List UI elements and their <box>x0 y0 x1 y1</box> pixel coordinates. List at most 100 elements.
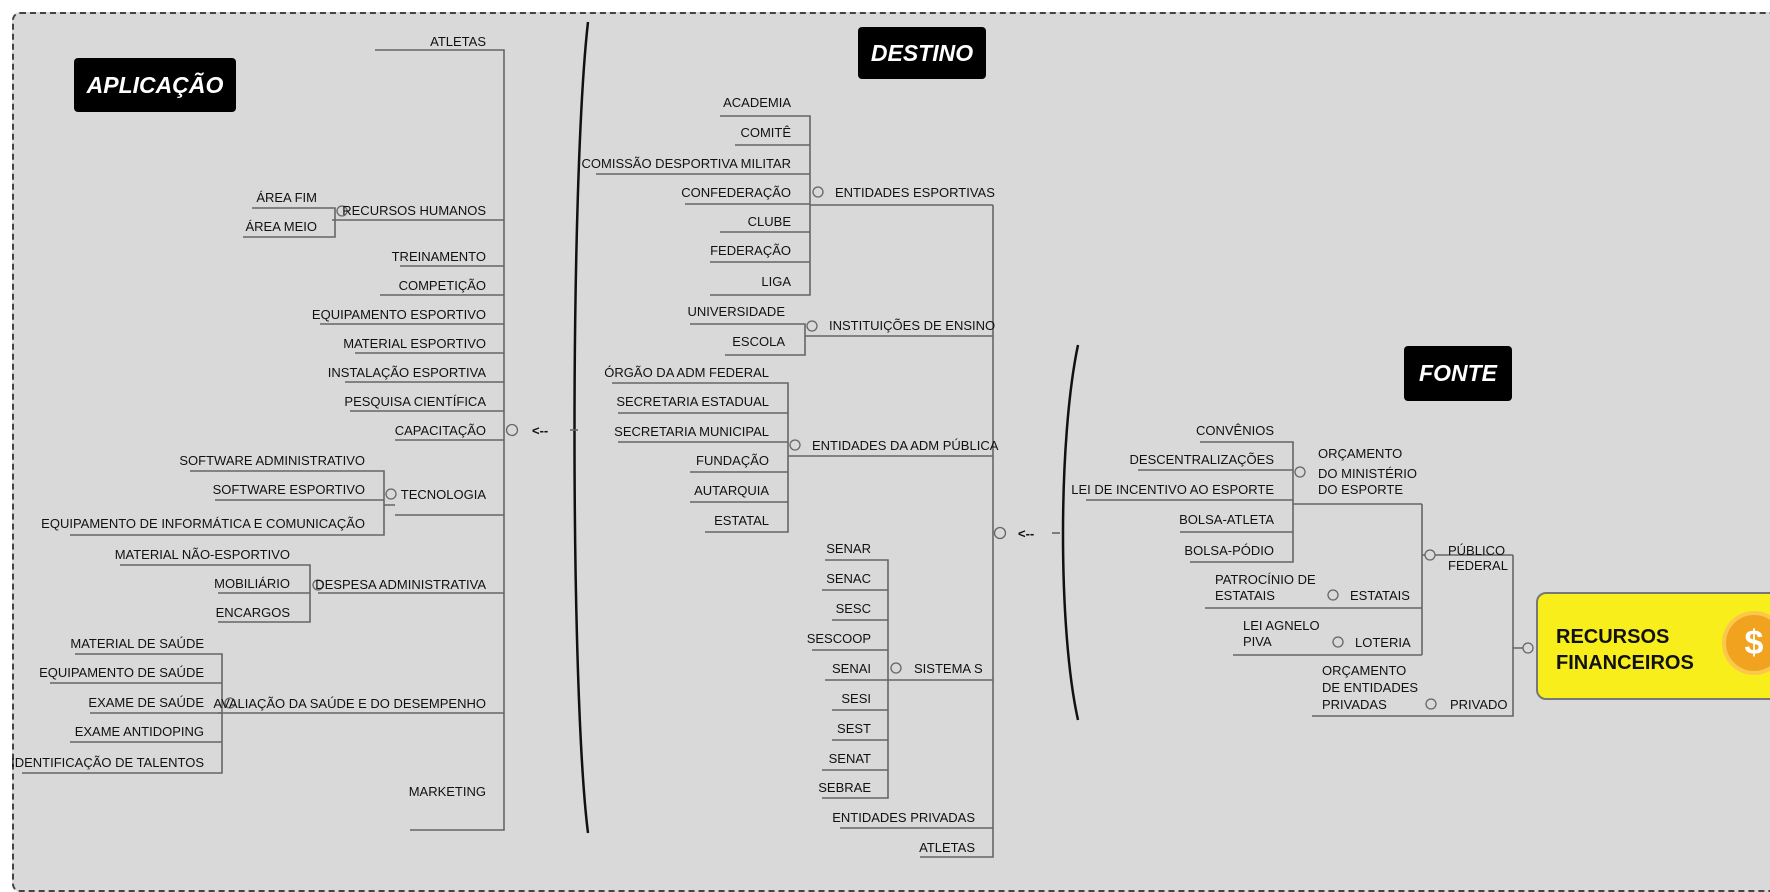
node-avaliacao: AVALIAÇÃO DA SAÚDE E DO DESEMPENHO <box>213 696 486 711</box>
leaf-senai: SENAI <box>832 661 871 676</box>
leaf-senac: SENAC <box>826 571 871 586</box>
despesa-bracket <box>120 564 311 623</box>
node-adm-publica: ENTIDADES DA ADM PÚBLICA <box>812 438 999 453</box>
leaf-academia: ACADEMIA <box>723 95 791 110</box>
leaf-orcamento-privadas-line3: PRIVADAS <box>1322 697 1387 712</box>
leaf-instalacao-esportiva: INSTALAÇÃO ESPORTIVA <box>328 365 487 380</box>
leaf-secretaria-municipal: SECRETARIA MUNICIPAL <box>614 424 769 439</box>
node-despesa-administrativa: DESPESA ADMINISTRATIVA <box>315 577 486 592</box>
node-instituicoes-ensino: INSTITUIÇÕES DE ENSINO <box>829 318 995 333</box>
node-entidades-esportivas: ENTIDADES ESPORTIVAS <box>835 185 995 200</box>
leaf-marketing: MARKETING <box>409 784 486 799</box>
leaf-identificacao-talentos: IDENTIFICAÇÃO DE TALENTOS <box>11 755 204 770</box>
section-title-destino: DESTINO <box>858 27 986 79</box>
leaf-orcamento-privadas-line1: ORÇAMENTO <box>1322 663 1406 678</box>
avaliacao-bracket <box>22 653 223 774</box>
node-circle <box>385 488 397 500</box>
leaf-senat: SENAT <box>829 751 871 766</box>
leaf-encargos: ENCARGOS <box>216 605 291 620</box>
section-title-aplicacao: APLICAÇÃO <box>74 58 236 112</box>
root-label-line2: FINANCEIROS <box>1556 652 1694 674</box>
root-label-line1: RECURSOS <box>1556 626 1670 648</box>
destino-trunk <box>920 205 994 858</box>
node-orcamento-me-line1: ORÇAMENTO <box>1318 446 1402 461</box>
leaf-software-administrativo: SOFTWARE ADMINISTRATIVO <box>179 453 365 468</box>
node-circle <box>806 320 818 332</box>
ensino-bracket <box>690 323 993 356</box>
leaf-exame-antidoping: EXAME ANTIDOPING <box>75 724 204 739</box>
leaf-clube: CLUBE <box>748 214 792 229</box>
leaf-equipamento-informatica: EQUIPAMENTO DE INFORMÁTICA E COMUNICAÇÃO <box>41 516 365 531</box>
leaf-mobiliario: MOBILIÁRIO <box>214 576 290 591</box>
node-estatais: ESTATAIS <box>1350 588 1410 603</box>
arrow-left: <-- <box>1018 526 1034 541</box>
node-circle <box>789 439 801 451</box>
node-circle <box>312 579 324 591</box>
entidades-esportivas-bracket <box>596 115 993 296</box>
leaf-entidades-privadas: ENTIDADES PRIVADAS <box>832 810 975 825</box>
leaf-material-esportivo: MATERIAL ESPORTIVO <box>343 336 486 351</box>
publico-federal-trunk <box>1421 504 1513 655</box>
leaf-patrocinio-estatais-line2: ESTATAIS <box>1215 588 1275 603</box>
leaf-comite: COMITÊ <box>740 125 791 140</box>
leaf-bolsa-podio: BOLSA-PÓDIO <box>1184 543 1274 558</box>
leaf-comissao-desportiva-militar: COMISSÃO DESPORTIVA MILITAR <box>582 156 792 171</box>
node-orcamento-me-line3: DO ESPORTE <box>1318 482 1403 497</box>
root-node-recursos-financeiros: RECURSOS FINANCEIROS $ <box>1536 592 1770 700</box>
node-orcamento-me-line2: DO MINISTÉRIO <box>1318 466 1417 481</box>
leaf-federacao: FEDERAÇÃO <box>710 243 791 258</box>
leaf-material-saude: MATERIAL DE SAÚDE <box>70 636 204 651</box>
leaf-escola: ESCOLA <box>732 334 785 349</box>
leaf-software-esportivo: SOFTWARE ESPORTIVO <box>213 482 365 497</box>
aplicacao-branch: <-- ATLETAS RECURSOS HUMANOS ÁREA FIM ÁR… <box>11 34 548 831</box>
root-connector-circle <box>1522 642 1534 654</box>
leaf-senar: SENAR <box>826 541 871 556</box>
node-tecnologia: TECNOLOGIA <box>401 487 487 502</box>
node-publico-federal-line2: FEDERAL <box>1448 558 1508 573</box>
leaf-convenios: CONVÊNIOS <box>1196 423 1274 438</box>
leaf-lei-agnelo-line2: PIVA <box>1243 634 1272 649</box>
leaf-area-fim: ÁREA FIM <box>256 190 317 205</box>
leaf-sesc: SESC <box>836 601 871 616</box>
leaf-material-nao-esportivo: MATERIAL NÃO-ESPORTIVO <box>115 547 290 562</box>
leaf-equipamento-saude: EQUIPAMENTO DE SAÚDE <box>39 665 204 680</box>
node-circle <box>1294 466 1306 478</box>
node-circle <box>1327 589 1339 601</box>
node-recursos-humanos: RECURSOS HUMANOS <box>342 203 486 218</box>
leaf-confederacao: CONFEDERAÇÃO <box>681 185 791 200</box>
sistema-s-bracket <box>812 559 993 799</box>
leaf-sescoop: SESCOOP <box>807 631 871 646</box>
group-bracket <box>1061 344 1080 721</box>
leaf-liga: LIGA <box>761 274 791 289</box>
leaf-atletas: ATLETAS <box>430 34 486 49</box>
destino-node-circle <box>993 526 1007 540</box>
orcamento-me-bracket <box>1086 441 1422 563</box>
leaf-autarquia: AUTARQUIA <box>694 483 769 498</box>
leaf-orgao-adm-federal: ÓRGÃO DA ADM FEDERAL <box>604 365 769 380</box>
adm-publica-bracket <box>612 382 993 533</box>
node-circle <box>890 662 902 674</box>
leaf-treinamento: TREINAMENTO <box>392 249 486 264</box>
group-bracket <box>573 21 590 834</box>
edges <box>320 265 504 441</box>
leaf-equipamento-esportivo: EQUIPAMENTO ESPORTIVO <box>312 307 486 322</box>
node-sistema-s: SISTEMA S <box>914 661 983 676</box>
leaf-patrocinio-estatais-line1: PATROCÍNIO DE <box>1215 572 1316 587</box>
node-circle <box>224 697 236 709</box>
arrow-left: <-- <box>532 423 548 438</box>
leaf-fundacao: FUNDAÇÃO <box>696 453 769 468</box>
privado-edge <box>1312 647 1528 717</box>
leaf-sest: SEST <box>837 721 871 736</box>
node-circle <box>812 186 824 198</box>
mind-map-svg: <-- ATLETAS RECURSOS HUMANOS ÁREA FIM ÁR… <box>11 21 1534 858</box>
node-publico-federal-line1: PÚBLICO <box>1448 543 1505 558</box>
leaf-exame-saude: EXAME DE SAÚDE <box>88 695 204 710</box>
leaf-competicao: COMPETIÇÃO <box>399 278 486 293</box>
rh-bracket <box>243 207 336 238</box>
node-privado: PRIVADO <box>1450 697 1508 712</box>
leaf-estatal: ESTATAL <box>714 513 769 528</box>
leaf-secretaria-estadual: SECRETARIA ESTADUAL <box>616 394 769 409</box>
dollar-coin-icon: $ <box>1722 611 1770 675</box>
node-circle <box>1425 698 1437 710</box>
leaf-orcamento-privadas-line2: DE ENTIDADES <box>1322 680 1418 695</box>
